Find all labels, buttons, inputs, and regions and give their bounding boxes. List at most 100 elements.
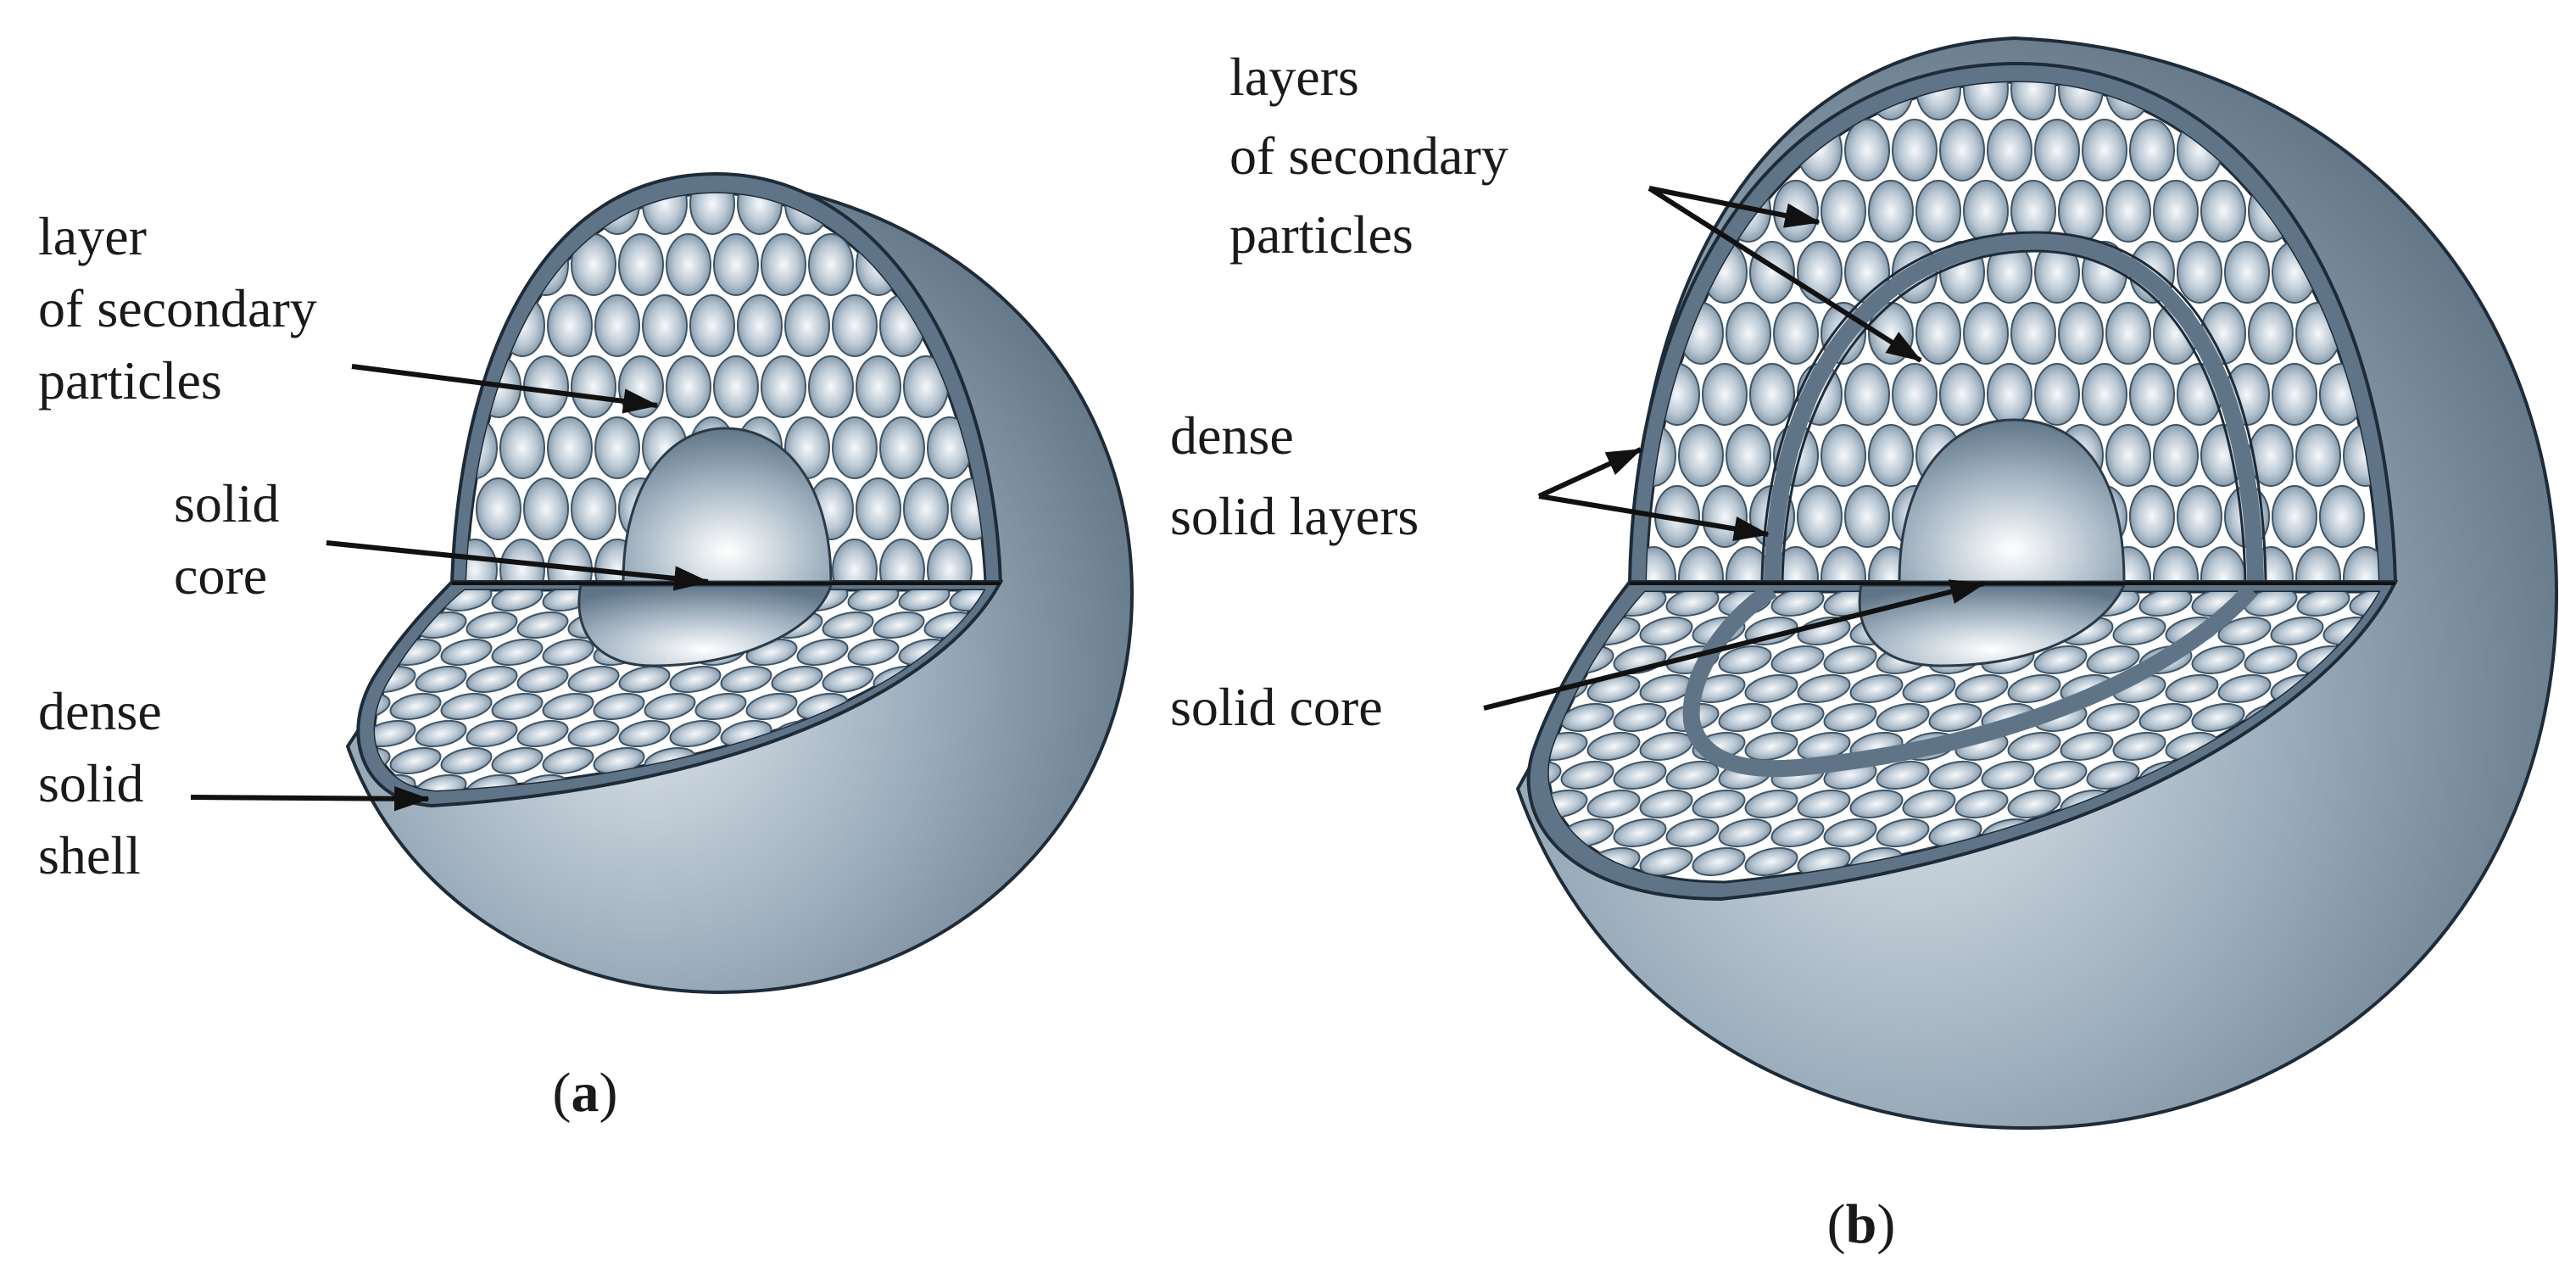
panel-b-upper-particle xyxy=(1773,180,1819,243)
panel-a-lower-particle xyxy=(822,665,874,694)
panel-a-lower-particle xyxy=(466,665,518,694)
panel-a-upper-particle xyxy=(571,355,616,418)
panel-a-lower-particle xyxy=(542,638,594,667)
panel-b-solid-core-lower xyxy=(1858,584,2127,667)
panel-b-lower-particle xyxy=(2138,702,2193,733)
panel-b-upper-particle xyxy=(1678,424,1724,487)
panel-a-lower-particle xyxy=(375,590,391,612)
panel-a-lower-particle xyxy=(491,590,544,612)
panel-b-upper-middle-band xyxy=(1764,232,2264,583)
panel-a-lower-particle xyxy=(745,692,798,721)
panel-a-lower-particle xyxy=(516,665,569,694)
panel-b-lower-particle xyxy=(1981,760,2035,790)
panel-b-lower-particle xyxy=(2138,592,2193,617)
panel-a-upper-particle xyxy=(761,355,806,418)
panel-b-upper-particle xyxy=(2058,302,2104,365)
panel-a-upper-particle xyxy=(666,233,711,296)
panel-b-upper-particle xyxy=(1702,363,1748,426)
panel-b-upper-particle xyxy=(2177,485,2222,548)
panel-b-lower-particle xyxy=(1849,673,1904,704)
panel-b-upper-particle xyxy=(2105,180,2151,243)
panel-b-upper-particle xyxy=(2105,302,2151,365)
panel-b-lower-particle xyxy=(2191,645,2245,675)
panel-b-lower-particle xyxy=(1770,645,1825,675)
panel-a-core-label: solid core xyxy=(174,473,293,606)
panel-a-upper-particle xyxy=(737,294,783,357)
panel-b-upper-particle xyxy=(2177,241,2222,304)
panel-b-upper-particle xyxy=(2295,546,2341,582)
panel-a-lower-particle xyxy=(847,590,900,612)
panel-a-lower-particle xyxy=(644,692,696,721)
panel-b-upper-particle xyxy=(2153,546,2199,582)
panel-b-dense-arrow-inner xyxy=(1538,494,1770,541)
panel-a-shell-arrow xyxy=(190,786,431,812)
panel-b-upper-particle xyxy=(1868,424,1914,487)
panel-b-lower-particle xyxy=(1548,645,1562,675)
panel-b-layers-label-line3: particles xyxy=(1229,204,1413,265)
panel-b-upper-particle xyxy=(1892,119,1938,181)
panel-b-lower-particle xyxy=(1876,702,1930,733)
panel-b-layers-label: layers of secondary particles xyxy=(1229,47,1522,265)
panel-a-upper-particle xyxy=(594,416,640,479)
panel-a-shell-label-line2: solid xyxy=(38,753,143,813)
panel-a-upper-particle xyxy=(499,193,545,235)
panel-a-upper-particle xyxy=(476,477,521,540)
panel-b-lower-particle xyxy=(1744,789,1798,819)
panel-a-upper-particle xyxy=(547,294,593,357)
panel-b-upper-particle xyxy=(1726,424,1771,487)
panel-b-upper-particle xyxy=(2082,119,2127,181)
panel-b-lower-particle xyxy=(1613,818,1667,848)
panel-a-upper-particle xyxy=(618,355,664,418)
panel-b-lower-particle xyxy=(2296,592,2350,617)
panel-a-lower-particle xyxy=(822,611,874,639)
panel-a-upper-particle xyxy=(689,193,735,235)
panel-a-lower-particle xyxy=(466,611,518,639)
panel-b-lower-particle xyxy=(1718,645,1772,675)
panel-a-lower-particle xyxy=(415,719,467,748)
panel-a-lower-particle xyxy=(669,665,722,694)
panel-a-lower-particle xyxy=(771,665,823,694)
panel-b-lower-particle xyxy=(1586,731,1641,762)
panel-a-upper-particle xyxy=(832,416,878,479)
panel-a-lower-particle xyxy=(491,692,544,721)
panel-b-upper-particle xyxy=(2343,546,2378,582)
panel-a-lower-particle xyxy=(898,590,951,612)
panel-b-upper-particle xyxy=(2034,363,2080,426)
panel-b-lower-particle xyxy=(1548,789,1588,819)
panel-b-lower-particle xyxy=(1639,789,1693,819)
panel-b-upper-particle xyxy=(1678,82,1724,120)
panel-a-upper-particle xyxy=(713,355,759,418)
panel-b-lower-particle xyxy=(1902,673,1956,704)
panel-b-lower-particle xyxy=(1902,789,1956,819)
panel-a-lower-particle xyxy=(415,773,467,790)
panel-a-upper-particle xyxy=(784,294,830,357)
panel-b-lower-particle xyxy=(2086,645,2140,675)
panel-b-upper-particle xyxy=(2200,180,2246,243)
panel-a-upper-particle xyxy=(466,193,498,235)
panel-b-upper-particle xyxy=(2248,424,2294,487)
panel-b-upper-particle xyxy=(2248,302,2294,365)
panel-b-upper-particle xyxy=(2272,363,2317,426)
panel-b-upper-particle xyxy=(1726,302,1771,365)
panel-b-layers-label-line2: of secondary xyxy=(1229,126,1508,186)
panel-b-upper-particle xyxy=(1844,119,1890,181)
panel-b-upper-particle xyxy=(1915,302,1961,365)
panel-a-lower-particle xyxy=(567,719,620,748)
panel-b-upper-particle xyxy=(2034,119,2080,181)
panel-b-upper-particle xyxy=(2319,485,2365,548)
panel-a-lower-particle xyxy=(516,719,569,748)
panel-b-upper-particle xyxy=(2010,82,2056,120)
panel-b-upper-particle xyxy=(2153,424,2199,487)
panel-a-lower-particle xyxy=(389,746,442,775)
panel-b-lower-particle xyxy=(2060,731,2114,762)
panel-b-lower-middle-band xyxy=(1682,582,2258,778)
panel-b-lower-particle xyxy=(1586,789,1641,819)
panel-b-lower-particle xyxy=(1548,760,1562,790)
panel-b-upper-particle xyxy=(2272,485,2317,548)
panel-a-layer-arrow xyxy=(351,364,660,414)
panel-b-dense-arrow-outer xyxy=(1537,447,1642,499)
panel-a-layer-label-line3: particles xyxy=(38,350,222,410)
panel-a-upper-particle xyxy=(642,294,688,357)
panel-b-upper-particle xyxy=(2224,241,2270,304)
panel-a-upper-particle xyxy=(808,355,854,418)
